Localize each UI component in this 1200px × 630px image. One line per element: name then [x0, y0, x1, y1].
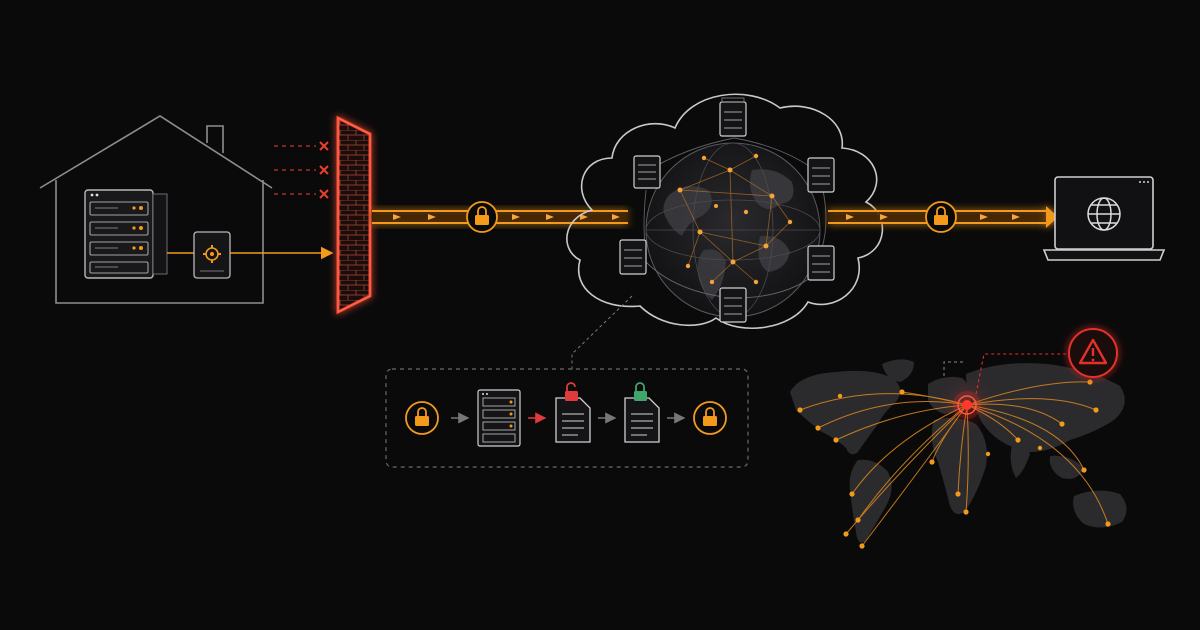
house-outline	[39, 115, 273, 304]
padlock-icon	[466, 201, 498, 233]
globe-icon	[1087, 197, 1121, 231]
mesh-nodes	[677, 153, 793, 285]
x-mark-icon	[319, 141, 329, 199]
gear-device-icon	[193, 231, 231, 279]
locked-document-icon	[624, 382, 660, 443]
threat-hub	[953, 391, 981, 419]
laptop-globe-icon	[1042, 176, 1166, 261]
continents	[790, 359, 1127, 543]
server-icon	[477, 389, 521, 447]
world-map	[790, 328, 1127, 549]
cloud-outline	[566, 93, 884, 330]
server-icon	[619, 97, 835, 323]
padlock-icon	[925, 201, 957, 233]
tunnel-arrows-left	[393, 214, 620, 220]
home-network	[39, 115, 334, 304]
map-nodes	[797, 379, 1111, 549]
padlock-icon	[405, 401, 439, 435]
blocked-connections	[274, 141, 329, 199]
tunnel-arrows-right	[846, 214, 1020, 220]
encryption-process-panel	[385, 295, 749, 468]
hub-bracket	[943, 361, 966, 376]
warning-triangle-icon	[1068, 328, 1118, 378]
callout-line	[571, 295, 633, 370]
server-rack-icon	[84, 189, 168, 279]
padlock-icon	[693, 401, 727, 435]
unlocked-document-icon	[555, 382, 591, 443]
alert-connector	[975, 353, 1068, 395]
encrypted-tunnel-left	[372, 210, 628, 224]
firewall	[336, 115, 372, 315]
mesh-lines	[679, 155, 791, 283]
cloud-network	[566, 93, 884, 330]
